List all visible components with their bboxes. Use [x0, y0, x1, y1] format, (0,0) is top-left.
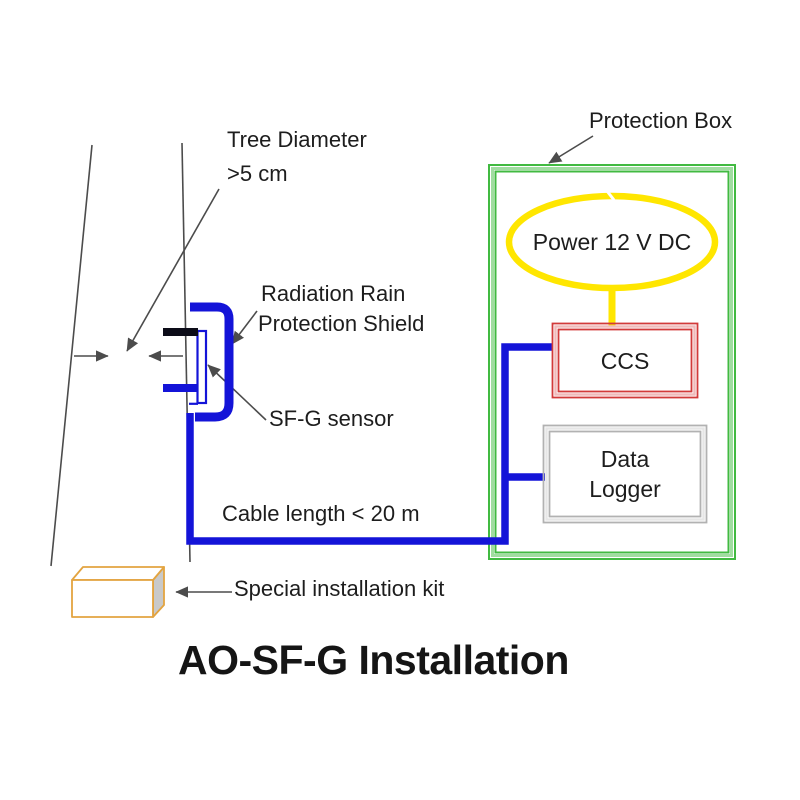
power-ellipse-gap [605, 190, 616, 201]
protection-box-pointer-arrow [548, 135, 594, 164]
protection-box-label: Protection Box [589, 108, 733, 133]
sensor-clamp-upper [163, 328, 198, 336]
sensor-pointer-arrow [207, 364, 267, 421]
ccs-label: CCS [600, 347, 650, 374]
data-logger-outline-outer [542, 424, 708, 524]
ccs-box-outline-inner [557, 328, 693, 393]
tree-trunk-line-left [50, 144, 93, 567]
protection-box-outline-inner [494, 170, 730, 554]
rain-shield-bracket [190, 302, 234, 422]
sensor-clamp-lower [163, 384, 198, 392]
shield-label-line1: Radiation Rain [261, 281, 406, 306]
sfg-sensor-body [196, 329, 208, 405]
ccs-box-outline-mid [554, 325, 696, 396]
shield-pointer-arrow [231, 310, 258, 345]
sensor-label: SF-G sensor [269, 406, 394, 431]
shield-label-line2: Protection Shield [258, 311, 425, 336]
install-kit-label: Special installation kit [234, 576, 445, 601]
install-kit-front-face [71, 579, 154, 618]
install-kit-top-face [71, 566, 165, 581]
data-logger-label-line1: Data [600, 446, 650, 472]
tree-diameter-pointer-arrow [126, 188, 220, 352]
diagram-title: AO-SF-G Installation [178, 637, 569, 683]
data-logger-outline-mid [545, 427, 705, 521]
tree-diameter-label-line2: >5 cm [227, 161, 288, 186]
data-logger-label: Data Logger [543, 425, 707, 523]
data-logger-label-line2: Logger [589, 476, 661, 502]
sensor-cable [186, 343, 552, 545]
power-label: Power 12 V DC [532, 229, 692, 255]
ccs-box-outline-outer [551, 322, 699, 399]
data-logger-outline-inner [548, 430, 702, 518]
tree-diameter-label-line1: Tree Diameter [227, 127, 367, 152]
protection-box-outline-mid [491, 167, 733, 557]
cable-length-label: Cable length < 20 m [222, 501, 420, 526]
protection-box-outline-outer [488, 164, 736, 560]
